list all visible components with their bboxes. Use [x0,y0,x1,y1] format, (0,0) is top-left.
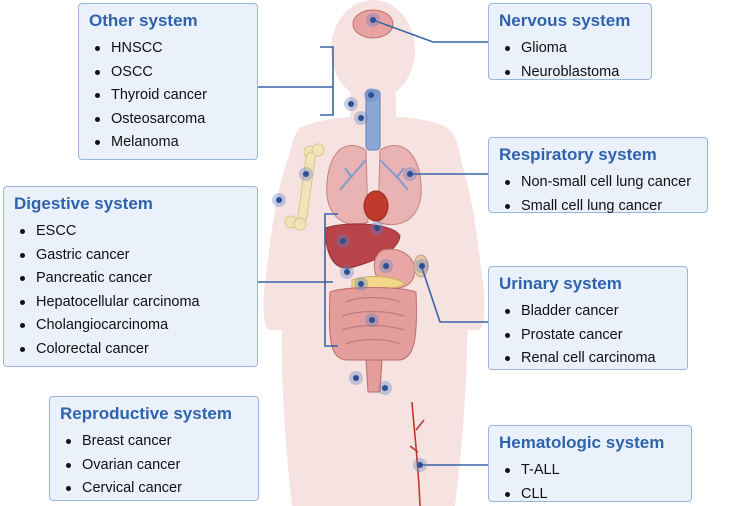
list-item: Osteosarcoma [89,108,247,132]
nervous-system-box: Nervous system Glioma Neuroblastoma [488,3,652,80]
tumor-marker [303,171,309,177]
rectum-icon [365,359,383,393]
list-item: Thyroid cancer [89,84,247,108]
list-item: Glioma [499,37,641,61]
urinary-system-title: Urinary system [499,274,622,293]
tumor-marker [358,115,364,121]
list-item: Gastric cancer [14,244,247,268]
nervous-system-title: Nervous system [499,11,631,30]
connector-lines [258,19,488,466]
list-item: Hepatocellular carcinoma [14,291,247,315]
digestive-system-box: Digestive system ESCC Gastric cancer Pan… [3,186,258,367]
reproductive-system-list: Breast cancer Ovarian cancer Cervical ca… [60,430,248,501]
lungs-icon [326,145,422,226]
tumor-marker [382,385,388,391]
list-item: Ovarian cancer [60,454,248,478]
list-item: Cervical cancer [60,477,248,501]
respiratory-system-title: Respiratory system [499,145,657,164]
list-item: Non-small cell lung cancer [499,171,697,195]
hematologic-system-list: T-ALL CLL [499,459,681,506]
tumor-marker [353,375,359,381]
list-item: Breast cancer [60,430,248,454]
respiratory-system-box: Respiratory system Non-small cell lung c… [488,137,708,214]
tumor-marker [340,238,346,244]
reproductive-system-title: Reproductive system [60,404,232,423]
list-item: Pancreatic cancer [14,267,247,291]
list-item: ESCC [14,220,247,244]
list-item: T-ALL [499,459,681,483]
bone-icon [284,143,325,231]
tumor-marker [383,263,389,269]
other-system-box: Other system HNSCC OSCC Thyroid cancer O… [78,3,258,160]
tumor-marker [417,462,423,468]
hematologic-system-box: Hematologic system T-ALL CLL [488,425,692,502]
list-item: Renal cell carcinoma [499,347,677,371]
list-item: Colorectal cancer [14,338,247,362]
list-item: Bladder cancer [499,300,677,324]
other-system-title: Other system [89,11,198,30]
tumor-marker [344,269,350,275]
digestive-system-title: Digestive system [14,194,153,213]
list-item: Melanoma [89,131,247,155]
blood-vessel-icon [409,401,425,506]
list-item: Neuroblastoma [499,61,641,85]
other-system-list: HNSCC OSCC Thyroid cancer Osteosarcoma M… [89,37,247,155]
tumor-marker [276,197,282,203]
intestines-icon [328,287,417,361]
tumor-marker [348,101,354,107]
list-item: CLL [499,483,681,506]
tumor-marker [419,263,425,269]
tumor-marker [374,225,380,231]
tumor-marker [358,281,364,287]
urinary-system-list: Bladder cancer Prostate cancer Renal cel… [499,300,677,371]
heart-icon [363,190,389,222]
digestive-system-list: ESCC Gastric cancer Pancreatic cancer He… [14,220,247,362]
tumor-marker [407,171,413,177]
brain-icon [352,9,394,39]
respiratory-system-list: Non-small cell lung cancer Small cell lu… [499,171,697,218]
reproductive-system-box: Reproductive system Breast cancer Ovaria… [49,396,259,501]
tumor-marker [369,317,375,323]
list-item: Prostate cancer [499,324,677,348]
urinary-system-box: Urinary system Bladder cancer Prostate c… [488,266,688,370]
nervous-system-list: Glioma Neuroblastoma [499,37,641,84]
hematologic-system-title: Hematologic system [499,433,665,452]
list-item: HNSCC [89,37,247,61]
list-item: Small cell lung cancer [499,195,697,219]
list-item: Cholangiocarcinoma [14,314,247,338]
tumor-marker [368,92,374,98]
trachea-icon [365,89,381,151]
tumor-marker [370,17,376,23]
list-item: OSCC [89,61,247,85]
tumor-markers [272,13,429,472]
